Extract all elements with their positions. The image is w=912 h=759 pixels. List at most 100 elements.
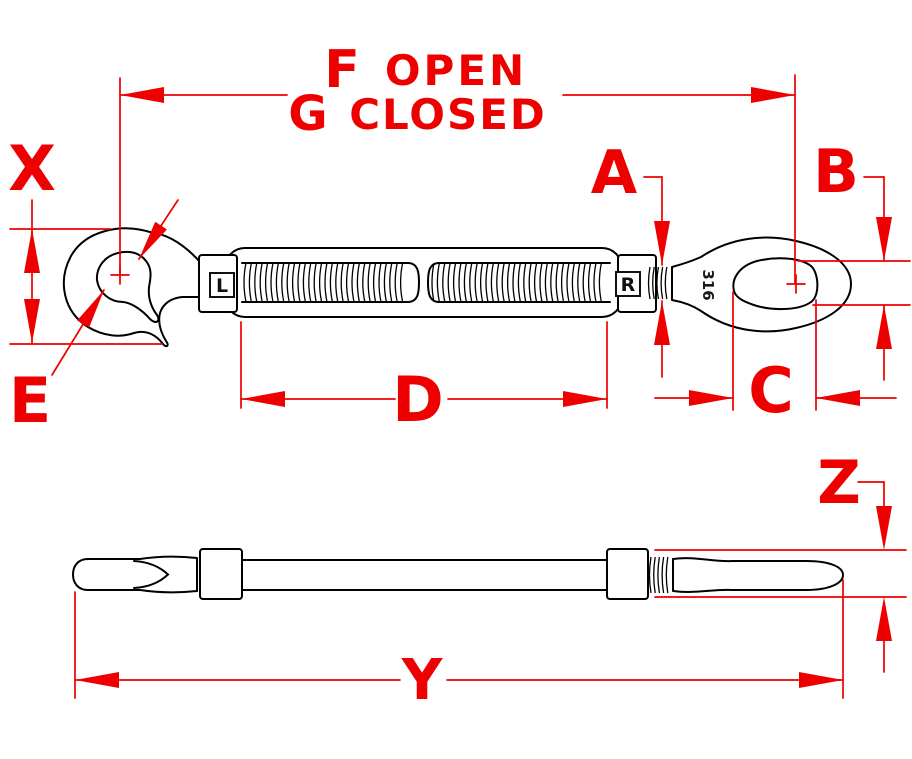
thread-coil	[281, 262, 285, 303]
right-thread-marker: R	[621, 274, 636, 296]
thread-coil	[351, 262, 355, 303]
eye-side-paddle	[672, 557, 844, 593]
thread-coil	[447, 262, 451, 303]
thread-coil	[656, 266, 660, 300]
thread-coil	[270, 262, 274, 303]
dimension-arrowhead	[876, 506, 892, 550]
thread-coil	[474, 262, 478, 303]
thread-coil	[313, 262, 317, 303]
hook-side-paddle	[72, 555, 198, 594]
thread-coil	[383, 262, 388, 303]
thread-coil	[431, 262, 435, 303]
thread-coil	[593, 262, 597, 303]
thread-coil	[329, 262, 334, 303]
arrowheads	[24, 87, 892, 688]
dim-label-g: G	[288, 86, 327, 142]
thread-coil	[248, 262, 253, 303]
barrel	[224, 247, 623, 318]
left-thread-marker: L	[216, 275, 228, 297]
dimension-arrowhead	[816, 390, 860, 406]
thread-coil	[647, 266, 651, 300]
dimension-arrowhead	[876, 305, 892, 349]
thread-coil	[665, 556, 669, 594]
dimension-arrowhead	[689, 390, 733, 406]
dim-label-c: C	[748, 354, 794, 427]
thread-coil	[660, 266, 664, 300]
stud-threads	[647, 266, 668, 300]
dimension-arrowhead	[876, 217, 892, 261]
thread-coil	[394, 262, 398, 303]
thread-coil	[291, 262, 296, 303]
dim-label-e: E	[9, 364, 51, 437]
dim-label-b: B	[813, 137, 859, 207]
thread-coil	[463, 262, 468, 303]
thread-coil	[582, 262, 586, 303]
dimension-arrowhead	[24, 299, 40, 343]
right-rod-threads	[431, 262, 603, 303]
thread-coil	[566, 262, 570, 303]
thread-coil	[550, 262, 554, 303]
dimension-arrowhead	[751, 87, 795, 103]
thread-coil	[308, 262, 312, 303]
hook-side-edge	[133, 560, 170, 589]
thread-coil	[275, 262, 280, 303]
thread-coil	[469, 262, 473, 303]
thread-coil	[318, 262, 323, 303]
thread-coil	[587, 262, 592, 303]
thread-coil	[496, 262, 500, 303]
thread-coil	[657, 556, 661, 594]
left-rod-threads	[243, 262, 404, 303]
dimension-arrowhead	[876, 597, 892, 641]
dimension-arrowhead	[77, 290, 104, 328]
thread-coil	[436, 262, 441, 303]
thread-coil	[389, 262, 393, 303]
thread-coil	[544, 262, 549, 303]
dim-label-x: X	[8, 132, 56, 205]
thread-coil	[648, 556, 652, 594]
barrel-side	[241, 559, 608, 591]
material-stamp: 316	[699, 269, 717, 300]
thread-coil	[259, 262, 263, 303]
thread-coil	[372, 262, 377, 303]
dimension-arrowhead	[139, 221, 167, 259]
dimension-arrowhead	[241, 391, 285, 407]
thread-coil	[577, 262, 581, 303]
dim-label-y: Y	[401, 648, 444, 713]
thread-coil	[362, 262, 366, 303]
thread-coil	[664, 266, 668, 300]
thread-coil	[378, 262, 382, 303]
thread-coil	[506, 262, 511, 303]
thread-coil	[442, 262, 446, 303]
dim-label-a: A	[591, 138, 638, 208]
hook-eye-hole	[95, 250, 160, 323]
thread-coil	[539, 262, 543, 303]
thread-coil	[302, 262, 307, 303]
thread-coil	[335, 262, 339, 303]
thread-coil	[254, 262, 258, 303]
dim-label-open: OPEN	[385, 46, 527, 95]
thread-coil	[485, 262, 489, 303]
thread-coil	[243, 262, 247, 303]
dimension-arrowhead	[563, 391, 607, 407]
dim-label-closed: CLOSED	[349, 90, 547, 139]
dim-label-f: F	[324, 40, 360, 100]
thread-coil	[571, 262, 576, 303]
side-view	[72, 548, 844, 600]
thread-coil	[452, 262, 457, 303]
dimension-arrowhead	[75, 672, 119, 688]
thread-coil	[528, 262, 532, 303]
thread-coil	[555, 262, 559, 303]
left-thread-marker-box	[209, 272, 235, 298]
thread-coil	[286, 262, 290, 303]
thread-coil	[356, 262, 361, 303]
thread-coil	[533, 262, 538, 303]
thread-coil	[653, 556, 656, 594]
thread-coil	[501, 262, 505, 303]
right-thread-marker-box	[615, 271, 641, 297]
dimension-arrowhead	[799, 672, 843, 688]
thread-coil	[652, 266, 655, 300]
dimension-arrowhead	[654, 301, 670, 345]
thread-coil	[458, 262, 462, 303]
